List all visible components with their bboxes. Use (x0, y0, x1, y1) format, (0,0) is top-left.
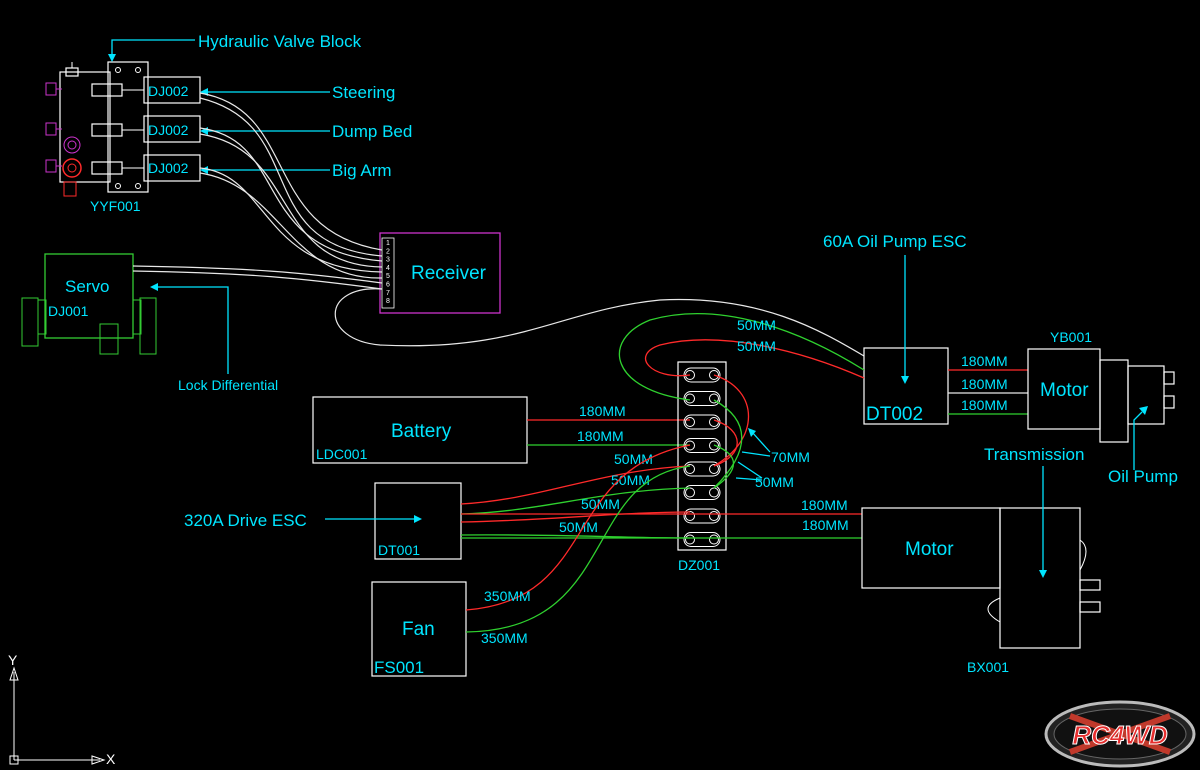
wire-label-drive-1: 50MM (614, 451, 653, 467)
hydraulic-valve-block: DJ002 DJ002 DJ002 YYF001 (45, 61, 201, 214)
battery-label: Battery (391, 421, 452, 442)
terminal-3 (683, 414, 721, 430)
wire-label-fan-2: 350MM (481, 630, 528, 646)
axis-x-label: X (106, 751, 116, 767)
fan-label: Fan (402, 619, 435, 640)
terminal-7 (683, 508, 721, 524)
transmission-box (999, 507, 1081, 649)
valve-block-id: YYF001 (90, 198, 141, 214)
wire-label-esc-motor-3: 180MM (961, 397, 1008, 413)
valve-servo-3-label: DJ002 (148, 160, 189, 176)
lock-differential-label: Lock Differential (178, 377, 278, 393)
battery-box (312, 396, 528, 464)
wire-label-drive-4: 50MM (559, 519, 598, 535)
wire-label-drive-motor-1: 180MM (801, 497, 848, 513)
pump-motor-id: YB001 (1050, 329, 1092, 345)
fan-box (371, 581, 467, 677)
wire-label-drive-motor-2: 180MM (802, 517, 849, 533)
wire-label-dz-70: 70MM (771, 449, 810, 465)
wire-label-battery-2: 180MM (577, 428, 624, 444)
receiver-label: Receiver (411, 263, 487, 284)
wire-label-drive-3: 50MM (581, 496, 620, 512)
wire-label-esc-2: 50MM (737, 338, 776, 354)
hydraulic-valve-block-label: Hydraulic Valve Block (198, 32, 362, 51)
transmission-id: BX001 (967, 659, 1009, 675)
receiver: Receiver 12 345 678 (379, 232, 501, 314)
terminal-2 (683, 391, 721, 406)
battery-id: LDC001 (316, 446, 368, 462)
brand-logo: RC4WD (1044, 700, 1196, 768)
drive-esc-id: DT001 (378, 542, 420, 558)
oil-pump-esc-id: DT002 (866, 404, 923, 425)
servo-label: Servo (65, 277, 109, 296)
terminal-8 (683, 532, 721, 547)
wire-label-fan-1: 350MM (484, 588, 531, 604)
pump-motor-label: Motor (1040, 380, 1089, 401)
receiver-pin-5: 5 (386, 273, 390, 280)
servo-id: DJ001 (48, 303, 89, 319)
valve-block-pointer (111, 39, 195, 56)
wire-label-esc-1: 50MM (737, 317, 776, 333)
dump-bed-label: Dump Bed (332, 122, 412, 141)
valve-servo-1-label: DJ002 (148, 83, 189, 99)
axis-y-label: Y (8, 652, 18, 668)
axis-indicator: Y X (8, 652, 116, 767)
drive-esc-box (374, 482, 462, 560)
drive-esc-label: 320A Drive ESC (184, 511, 307, 530)
receiver-pin-1: 1 (386, 240, 390, 247)
receiver-pin-3: 3 (386, 257, 390, 264)
wire-label-dz-50: 50MM (755, 474, 794, 490)
wire-label-battery-1: 180MM (579, 403, 626, 419)
receiver-pin-4: 4 (386, 265, 390, 272)
oil-pump-esc-box (863, 347, 949, 425)
distribution-block: DZ001 (677, 361, 727, 573)
servo-dj001: Servo DJ001 (21, 253, 157, 355)
oil-pump-label: Oil Pump (1108, 467, 1178, 486)
drive-motor-label: Motor (905, 539, 954, 560)
wire-label-esc-motor-1: 180MM (961, 353, 1008, 369)
steering-label: Steering (332, 83, 395, 102)
transmission-label: Transmission (984, 445, 1084, 464)
receiver-pin-6: 6 (386, 282, 390, 289)
oil-pump-esc-label: 60A Oil Pump ESC (823, 232, 967, 251)
fan-id: FS001 (374, 658, 424, 677)
receiver-pin-8: 8 (386, 298, 390, 305)
brand-logo-text: RC4WD (1072, 720, 1168, 750)
receiver-pin-2: 2 (386, 248, 390, 255)
receiver-pin-7: 7 (386, 290, 390, 297)
distribution-block-id: DZ001 (678, 557, 720, 573)
valve-servo-2-label: DJ002 (148, 122, 189, 138)
wire-label-drive-2: 50MM (611, 472, 650, 488)
big-arm-label: Big Arm (332, 161, 392, 180)
wire-label-esc-motor-2: 180MM (961, 376, 1008, 392)
terminal-5 (683, 461, 721, 477)
